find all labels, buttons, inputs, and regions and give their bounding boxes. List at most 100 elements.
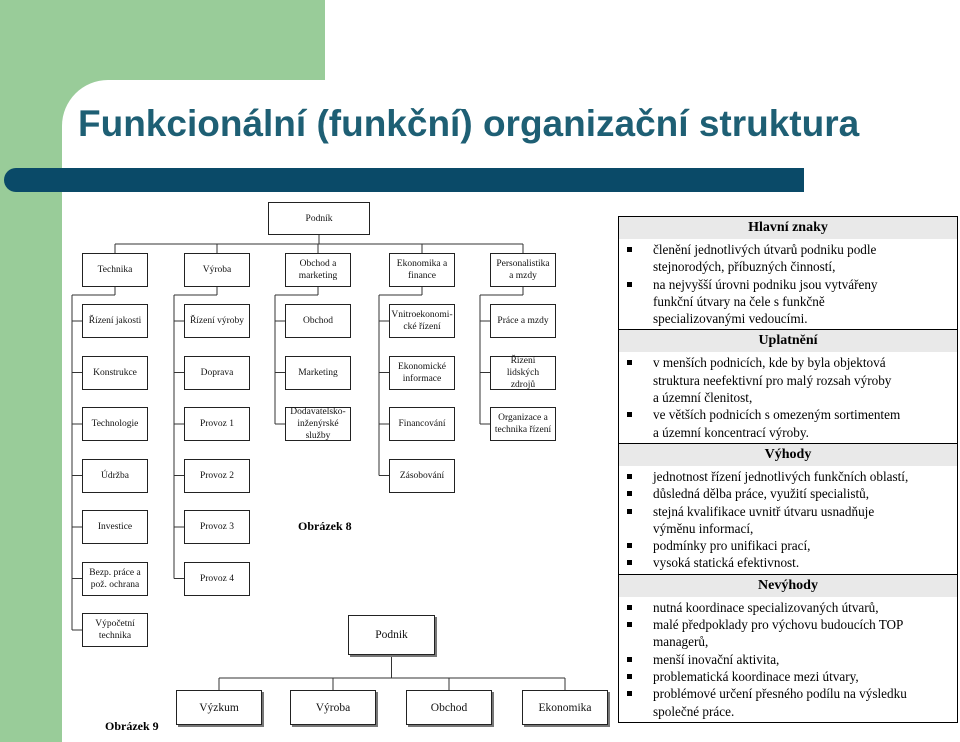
org-dept-box: Technika	[82, 253, 148, 287]
org-unit-box: Financování	[389, 407, 455, 441]
box-label: Konstrukce	[93, 367, 137, 378]
properties-list-item: na nejvyšší úrovni podniku jsou vytvářen…	[627, 276, 953, 328]
box-label: Doprava	[200, 367, 234, 378]
properties-item-line: stejnorodých, příbuzných činností,	[653, 259, 836, 275]
properties-item-line: managerů,	[653, 634, 709, 650]
properties-item-line: a územní členitost,	[653, 390, 753, 406]
box-label: Řízení jakosti	[88, 316, 142, 326]
box-label: marketing	[298, 271, 338, 281]
properties-section-list: v menších podnicích, kde by byla objekto…	[619, 352, 957, 442]
properties-list-item: malé předpoklady pro výchovu budoucích T…	[627, 616, 953, 651]
box-label: Zásobování	[399, 470, 445, 481]
org-unit-box: Technologie	[82, 407, 148, 441]
properties-item-line: na nejvyšší úrovni podniku jsou vytvářen…	[653, 276, 878, 292]
org2-child-box: Obchod	[406, 690, 492, 725]
properties-section-list: jednotnost řízení jednotlivých funkčních…	[619, 466, 957, 574]
box-label: Údržba	[101, 470, 129, 481]
properties-item-line: podmínky pro unifikaci prací,	[653, 538, 811, 554]
org2-root-box: Podnik	[348, 615, 435, 655]
org-unit-box: Konstrukce	[82, 355, 148, 390]
properties-list-item: členění jednotlivých útvarů podniku podl…	[627, 241, 953, 276]
properties-section-header: Uplatnění	[619, 329, 957, 353]
box-label: Provoz 1	[199, 419, 235, 429]
properties-item-line: ve větších podnicích s omezeným sortimen…	[653, 407, 901, 423]
org-root-box: Podník	[268, 202, 370, 235]
box-label: Provoz 2	[199, 470, 235, 481]
box-label: Ekonomika a	[396, 259, 448, 269]
box-label: informace	[402, 373, 442, 384]
org2-child-box: Ekonomika	[522, 690, 608, 725]
properties-list-item: nutná koordinace specializovaných útvarů…	[627, 599, 953, 616]
org-unit-box: Dodavatelsko-inženýrské služby	[285, 407, 351, 441]
box-label: Výroba	[315, 701, 351, 714]
box-label: Obchod	[302, 316, 334, 326]
box-label: Výroba	[202, 265, 232, 275]
box-label: technika řízení	[494, 425, 552, 435]
org2-child-box: Výzkum	[176, 690, 262, 725]
properties-item-line: a územní koncentrací výroby.	[653, 424, 809, 440]
box-label: Bezp. práce a	[89, 567, 141, 578]
properties-item-line: členění jednotlivých útvarů podniku podl…	[653, 242, 877, 257]
box-label: Marketing	[298, 367, 338, 378]
properties-item-line: výměnu informací,	[653, 520, 754, 536]
org-dept-box: Obchod a marketing	[285, 253, 351, 287]
properties-section-list: členění jednotlivých útvarů podniku podl…	[619, 239, 957, 329]
properties-item-line: problémové určení přesného podílu na výs…	[653, 686, 907, 702]
figure-9-caption: Obrázek 9	[105, 719, 159, 733]
properties-list-item: ve větších podnicích s omezeným sortimen…	[627, 406, 953, 441]
org-unit-box: Obchod	[285, 304, 351, 338]
properties-item-line: v menších podnicích, kde by byla objekto…	[653, 355, 886, 371]
properties-section-list: nutná koordinace specializovaných útvarů…	[619, 597, 957, 722]
properties-item-line: problematická koordinace mezi útvary,	[653, 668, 859, 684]
org-unit-box: Řízení výroby	[184, 304, 250, 338]
properties-section-header: Nevýhody	[619, 573, 957, 597]
box-label: Provoz 4	[199, 573, 235, 584]
box-label: Obchod a	[299, 259, 337, 269]
org-unit-box: Provoz 4	[184, 561, 250, 596]
org-unit-box: Marketing	[285, 355, 351, 390]
properties-item-line: nutná koordinace specializovaných útvarů…	[653, 599, 879, 615]
properties-item-line: jednotnost řízení jednotlivých funkčních…	[653, 468, 909, 484]
box-label: Obchod	[430, 701, 468, 714]
title-underline-bar	[4, 168, 804, 192]
box-label: technika	[98, 631, 132, 641]
org-unit-box: Výpočetní technika	[82, 613, 148, 647]
box-label: Výpočetní	[95, 619, 135, 629]
box-label: Organizace a	[498, 413, 548, 423]
properties-list-item: jednotnost řízení jednotlivých funkčních…	[627, 468, 953, 485]
org-unit-box: Práce a mzdy	[490, 304, 556, 338]
org2-child-box: Výroba	[290, 690, 376, 725]
box-label: Technika	[97, 265, 133, 275]
properties-section-header: Výhody	[619, 442, 957, 466]
properties-item-line: struktura neefektivní pro malý rozsah vý…	[653, 372, 892, 388]
org-unit-box: Zásobování	[389, 458, 455, 493]
properties-list-item: vysoká statická efektivnost.	[627, 554, 953, 571]
org-dept-box: Výroba	[184, 253, 250, 287]
properties-item-line: specializovanými vedoucími.	[653, 311, 808, 327]
box-label: Podník	[305, 213, 333, 224]
box-label: Výzkum	[199, 701, 239, 714]
box-label: Ekonomické	[397, 361, 446, 372]
org-unit-box: Údržba	[82, 458, 148, 493]
box-label: cké řízení	[403, 322, 441, 332]
org-unit-box: Provoz 2	[184, 458, 250, 493]
box-label: Práce a mzdy	[497, 316, 549, 326]
org-unit-box: Organizace a technika řízení	[490, 407, 556, 441]
box-label: Provoz 3	[199, 522, 235, 532]
properties-item-line: vysoká statická efektivnost.	[653, 555, 800, 571]
properties-list-item: menší inovační aktivita,	[627, 651, 953, 668]
properties-section-header: Hlavní znaky	[619, 217, 957, 239]
box-label: Dodavatelsko-	[290, 407, 346, 417]
box-label: Řízení výroby	[189, 316, 245, 326]
box-label: lidských	[506, 367, 540, 378]
box-label: Investice	[97, 522, 133, 532]
slide-title: Funkcionální (funkční) organizační struk…	[78, 103, 860, 144]
org-unit-box: Provoz 1	[184, 407, 250, 441]
box-label: inženýrské	[297, 419, 339, 429]
org-unit-box: Vnitroekonomi-cké řízení	[389, 304, 455, 338]
properties-item-line: malé předpoklady pro výchovu budoucích T…	[653, 617, 904, 633]
box-label: služby	[305, 431, 331, 441]
